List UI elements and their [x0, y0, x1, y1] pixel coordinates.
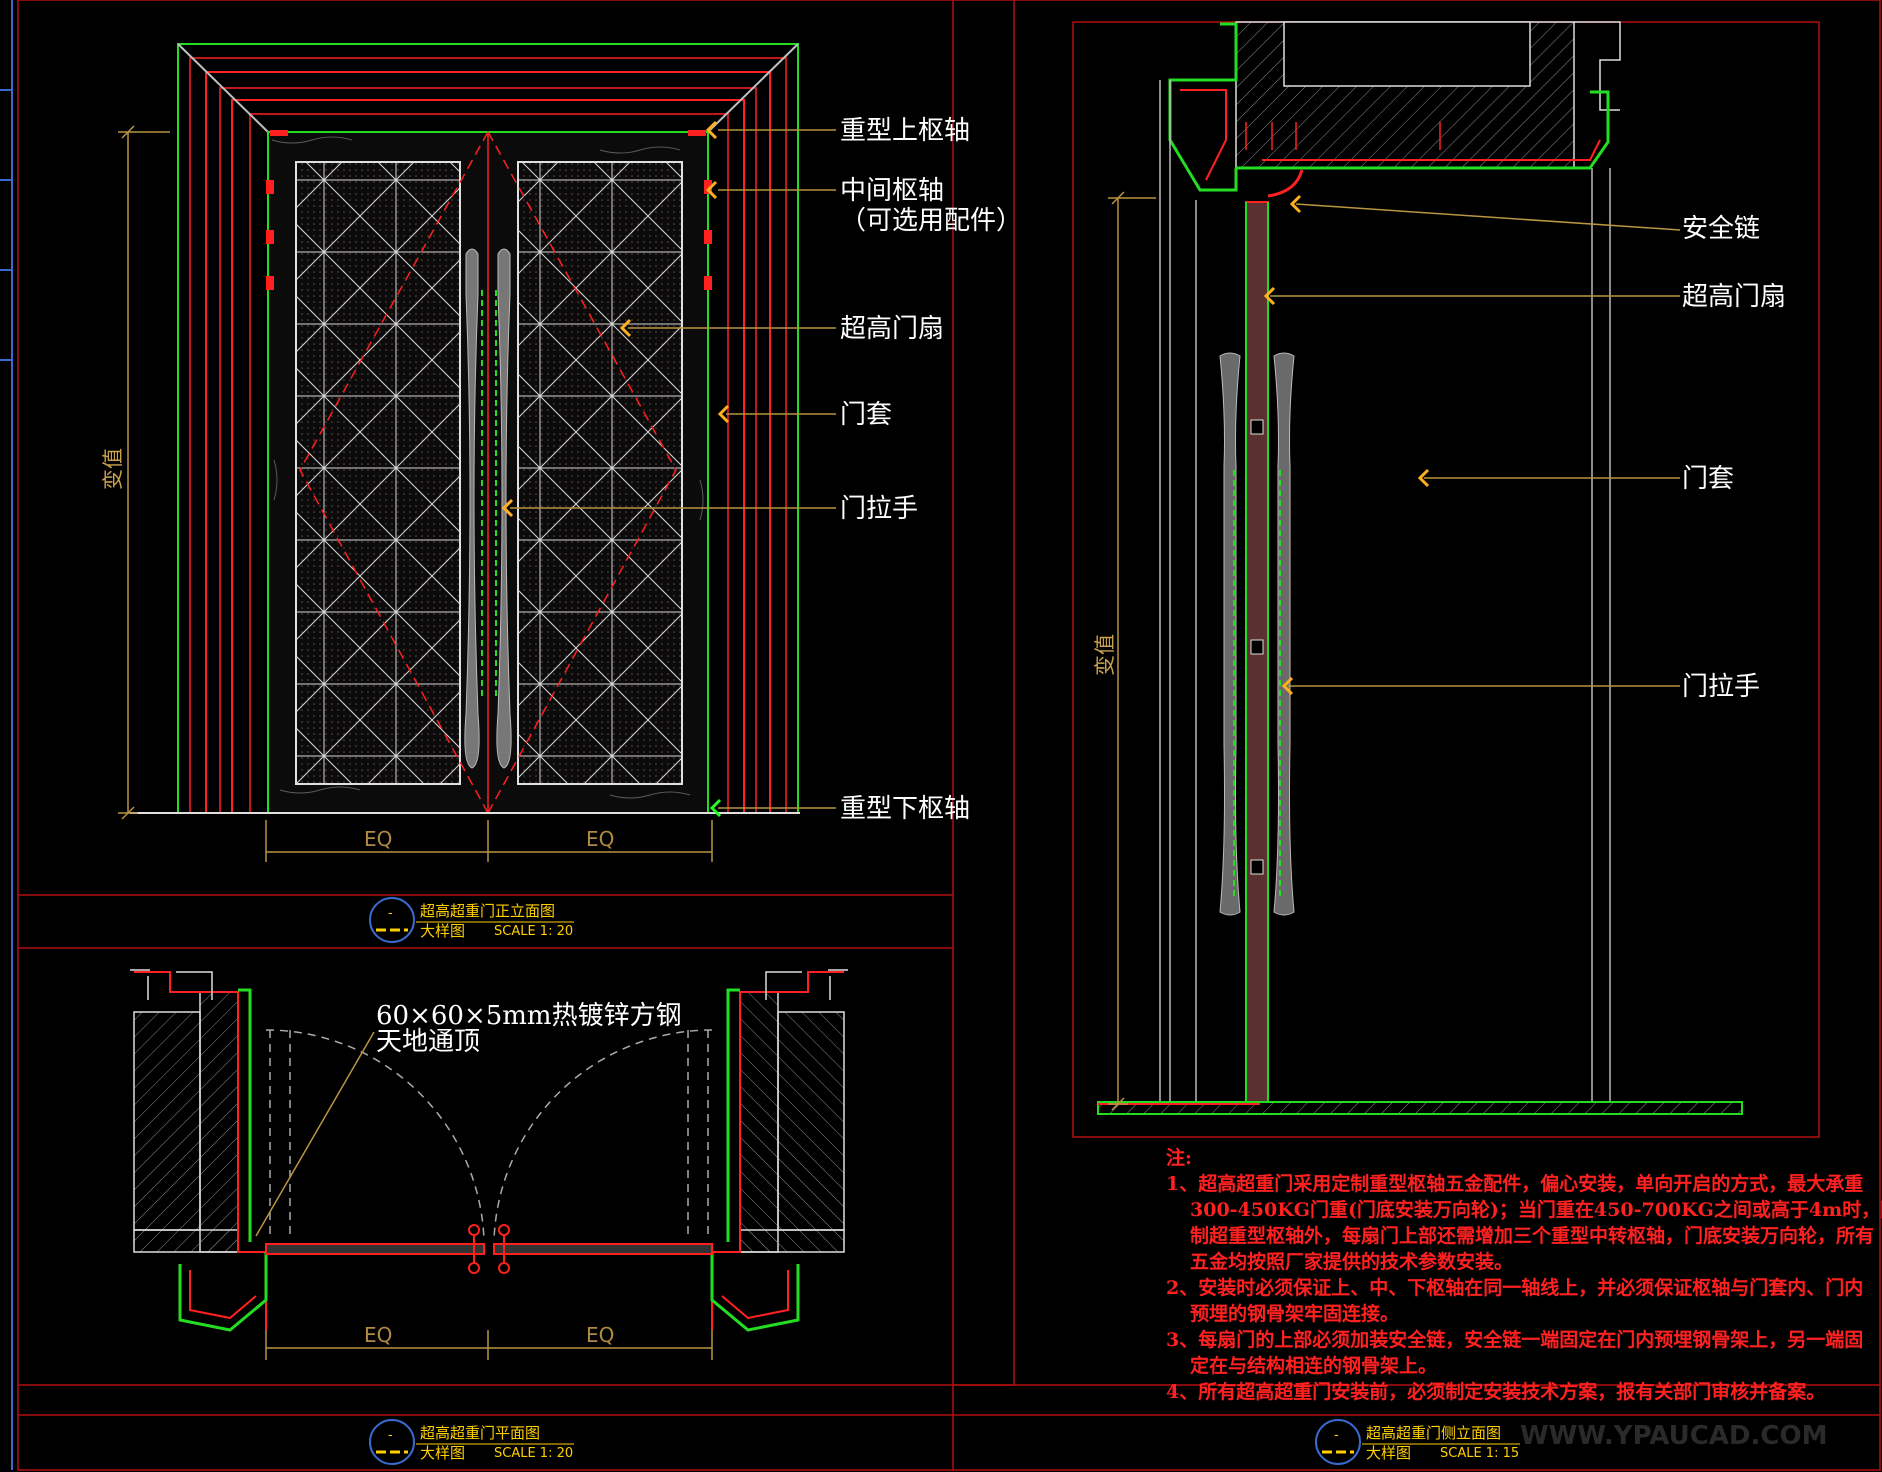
title-front-num: -: [388, 906, 393, 921]
dim-height-section: 变值: [1093, 634, 1117, 676]
title-plan-num: -: [388, 1428, 393, 1443]
title-plan-scale: SCALE 1: 20: [494, 1446, 573, 1461]
label-frame: 门套: [840, 400, 892, 430]
note-line-7: 3、每扇门的上部必须加装安全链，安全链一端固定在门内预埋钢骨架上，另一端固: [1166, 1328, 1863, 1351]
notes-heading: 注:: [1166, 1146, 1192, 1169]
title-block-front: [369, 897, 574, 943]
front-elevation: [118, 43, 836, 862]
dim-eq-left-plan: EQ: [364, 1323, 392, 1347]
dim-height-front: 变值: [101, 448, 125, 490]
label-frame-section: 门套: [1682, 464, 1734, 494]
label-leaf-section: 超高门扇: [1682, 282, 1786, 312]
left-margin-ticks: [0, 0, 13, 1470]
title-front-sub: 大样图: [420, 922, 465, 940]
dim-eq-right-plan: EQ: [586, 1323, 614, 1347]
note-line-6: 预埋的钢骨架牢固连接。: [1190, 1302, 1399, 1325]
side-section: [1097, 21, 1743, 1115]
sheet-borders: [17, 0, 1881, 1471]
plan-view: [130, 969, 848, 1360]
title-side-name: 超高超重门侧立面图: [1366, 1424, 1501, 1442]
note-line-5: 2、安装时必须保证上、中、下枢轴在同一轴线上，并必须保证枢轴与门套内、门内: [1166, 1276, 1863, 1299]
title-front-name: 超高超重门正立面图: [420, 902, 555, 920]
title-front-scale: SCALE 1: 20: [494, 924, 573, 939]
label-handle: 门拉手: [840, 494, 918, 524]
label-handle-section: 门拉手: [1682, 672, 1760, 702]
note-line-3: 制超重型枢轴外，每扇门上部还需增加三个重型中转枢轴，门底安装万向轮，所有: [1190, 1224, 1874, 1247]
note-line-8: 定在与结构相连的钢骨架上。: [1190, 1354, 1437, 1377]
label-mid-pivot-note: （可选用配件）: [840, 206, 1022, 236]
label-steel-note: 天地通顶: [376, 1027, 480, 1057]
note-line-9: 4、所有超高超重门安装前，必须制定安装技术方案，报有关部门审核并备案。: [1166, 1380, 1825, 1403]
label-bottom-pivot: 重型下枢轴: [840, 794, 970, 824]
label-mid-pivot: 中间枢轴: [840, 176, 944, 206]
watermark: WWW.YPAUCAD.COM: [1520, 1421, 1827, 1451]
title-side-num: -: [1334, 1428, 1339, 1443]
label-top-pivot: 重型上枢轴: [840, 116, 970, 146]
title-side-sub: 大样图: [1366, 1444, 1411, 1462]
title-plan-sub: 大样图: [420, 1444, 465, 1462]
dim-eq-left-front: EQ: [364, 827, 392, 851]
title-block-side: [1315, 1419, 1520, 1465]
title-side-scale: SCALE 1: 15: [1440, 1446, 1519, 1461]
title-block-plan: [369, 1419, 574, 1465]
title-plan-name: 超高超重门平面图: [420, 1424, 540, 1442]
note-line-2: 300-450KG门重(门底安装万向轮)；当门重在450-700KG之间或高于4…: [1190, 1198, 1882, 1221]
note-line-4: 五金均按照厂家提供的技术参数安装。: [1190, 1250, 1513, 1273]
label-steel-spec: 60×60×5mm热镀锌方钢: [376, 1001, 682, 1031]
label-safety-chain: 安全链: [1682, 214, 1760, 244]
label-leaf: 超高门扇: [840, 314, 944, 344]
dim-eq-right-front: EQ: [586, 827, 614, 851]
note-line-1: 1、超高超重门采用定制重型枢轴五金配件，偏心安装，单向开启的方式，最大承重: [1166, 1172, 1863, 1195]
